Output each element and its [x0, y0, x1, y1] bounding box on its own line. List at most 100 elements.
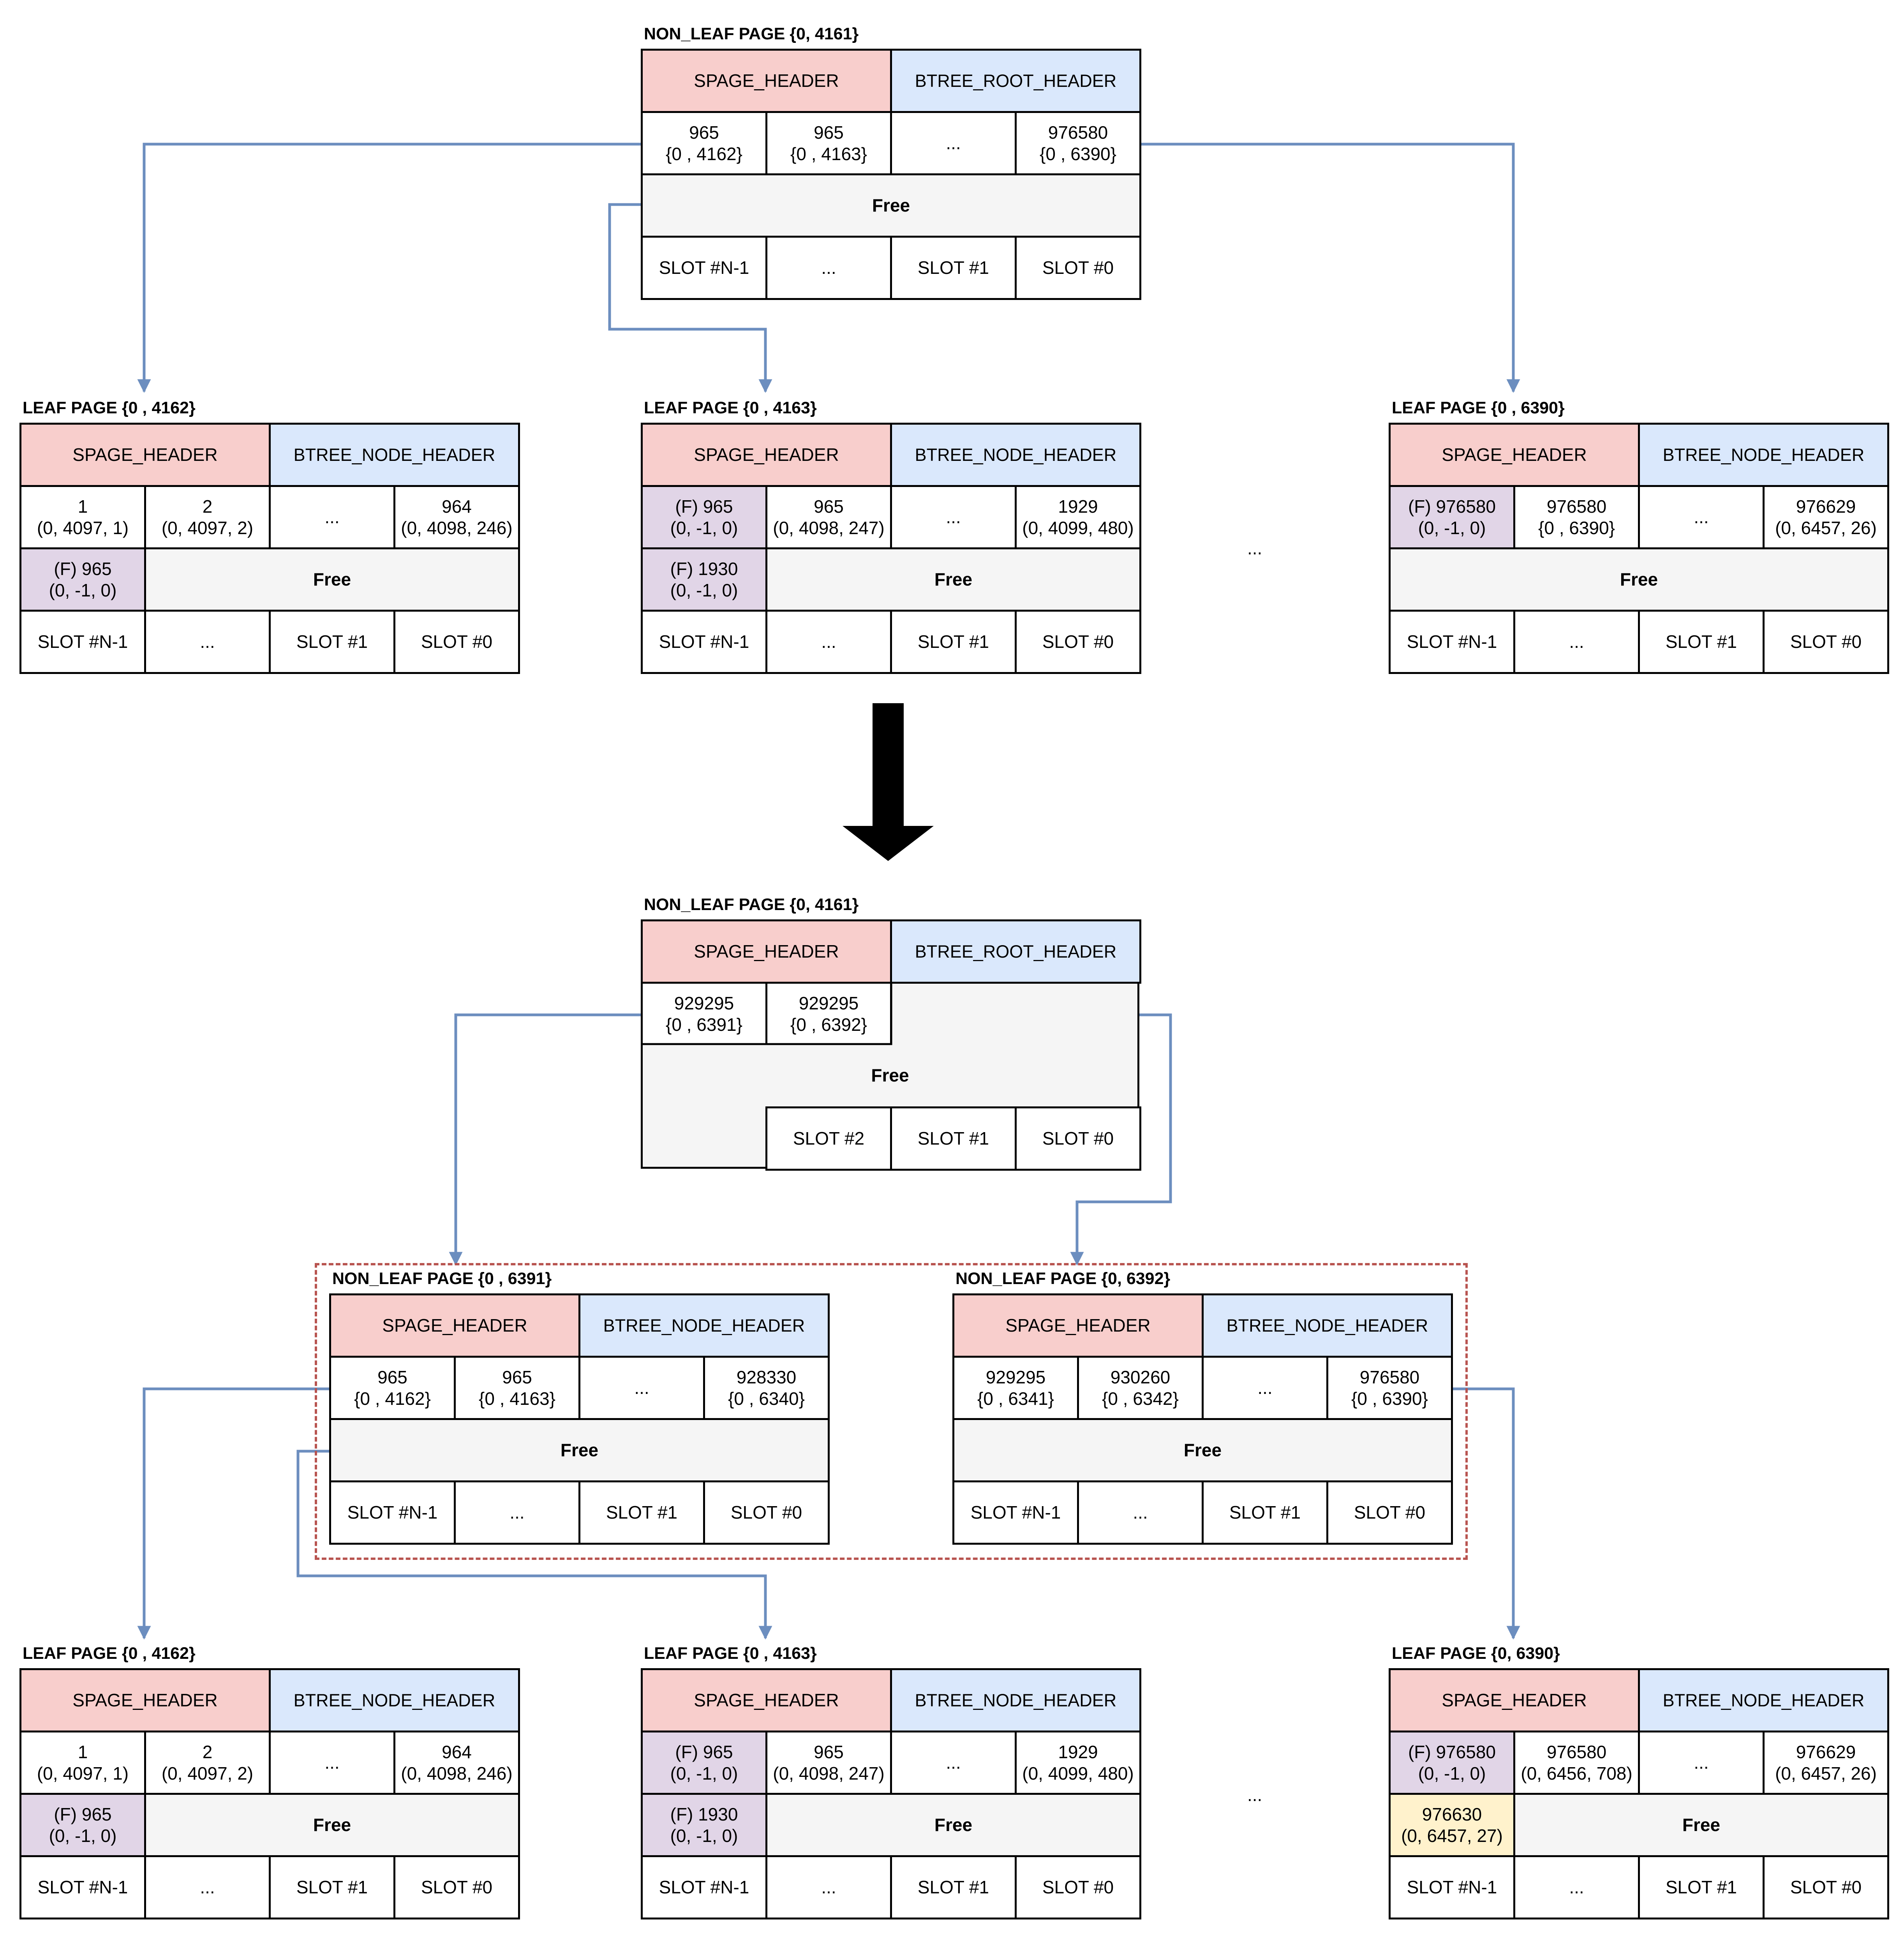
fence-key-record: (F) 965 (0, -1, 0) [641, 485, 767, 549]
btree-header-cell: BTREE_NODE_HEADER [890, 1668, 1141, 1732]
spage-header-cell: SPAGE_HEADER [641, 49, 892, 113]
transition-arrow-icon [843, 703, 934, 861]
key-record-cell: 976580 {0 , 6390} [1015, 111, 1141, 175]
page-title: LEAF PAGE {0 , 4162} [23, 1644, 196, 1663]
spage-header-cell: SPAGE_HEADER [952, 1293, 1204, 1358]
slot-cell: SLOT #N-1 [641, 1855, 767, 1919]
spage-header-cell: SPAGE_HEADER [329, 1293, 580, 1358]
slot-cell: SLOT #N-1 [329, 1480, 456, 1545]
page-title: LEAF PAGE {0 , 4162} [23, 399, 196, 417]
page-title: NON_LEAF PAGE {0, 4161} [644, 895, 859, 914]
new-record-cell: 976630 (0, 6457, 27) [1389, 1793, 1515, 1857]
fence-key-record: (F) 976580 (0, -1, 0) [1389, 1731, 1515, 1795]
slot-cell: SLOT #0 [1015, 1106, 1141, 1171]
page-title: NON_LEAF PAGE {0, 6392} [956, 1269, 1171, 1288]
page-title: LEAF PAGE {0, 6390} [1392, 1644, 1560, 1663]
btree-header-cell: BTREE_NODE_HEADER [1202, 1293, 1453, 1358]
btree-header-cell: BTREE_NODE_HEADER [1638, 1668, 1889, 1732]
btree-header-cell: BTREE_NODE_HEADER [578, 1293, 830, 1358]
key-record-cell: 965 {0 , 4163} [765, 111, 892, 175]
key-record-cell: 1929 (0, 4099, 480) [1015, 1731, 1141, 1795]
key-record-cell: 976580 {0 , 6390} [1513, 485, 1640, 549]
fence-key-record: (F) 1930 (0, -1, 0) [641, 1793, 767, 1857]
key-record-cell: 1 (0, 4097, 1) [19, 485, 146, 549]
free-space-area: Free [144, 547, 520, 612]
btree-header-cell: BTREE_ROOT_HEADER [890, 919, 1141, 984]
key-record-cell: 965 (0, 4098, 247) [765, 1731, 892, 1795]
key-record-cell: 976629 (0, 6457, 26) [1763, 485, 1889, 549]
key-record-cell: 928330 {0 , 6340} [703, 1356, 830, 1420]
pointer-arrow-node-to-leaf-6390 [1451, 1387, 1520, 1640]
slot-cell: SLOT #N-1 [641, 610, 767, 674]
ellipsis-cell: ... [890, 485, 1017, 549]
key-record-cell: 976580 (0, 6456, 708) [1513, 1731, 1640, 1795]
slot-cell: SLOT #N-1 [19, 610, 146, 674]
spage-header-cell: SPAGE_HEADER [641, 919, 892, 984]
spage-header-cell: SPAGE_HEADER [19, 423, 271, 487]
fence-key-record: (F) 965 (0, -1, 0) [19, 547, 146, 612]
free-space-area: Free [952, 1418, 1453, 1482]
slot-cell: SLOT #N-1 [641, 236, 767, 300]
fence-key-record: (F) 965 (0, -1, 0) [19, 1793, 146, 1857]
spage-header-cell: SPAGE_HEADER [641, 1668, 892, 1732]
ellipsis-cell: ... [1638, 485, 1765, 549]
slot-cell: SLOT #1 [890, 1855, 1017, 1919]
ellipsis-cell: ... [1202, 1356, 1328, 1420]
spage-header-cell: SPAGE_HEADER [641, 423, 892, 487]
btree-header-cell: BTREE_NODE_HEADER [269, 1668, 520, 1732]
free-space-area: Free [1513, 1793, 1889, 1857]
free-space-area: Free [765, 1793, 1141, 1857]
page-title: LEAF PAGE {0 , 4163} [644, 1644, 817, 1663]
ellipsis-cell: ... [269, 485, 395, 549]
slot-cell: SLOT #1 [890, 236, 1017, 300]
slot-cell: SLOT #1 [1638, 610, 1765, 674]
slot-cell: SLOT #1 [890, 1106, 1017, 1171]
ellipsis-cell: ... [890, 1731, 1017, 1795]
btree-header-cell: BTREE_NODE_HEADER [1638, 423, 1889, 487]
key-record-cell: 1 (0, 4097, 1) [19, 1731, 146, 1795]
slot-cell: SLOT #N-1 [19, 1855, 146, 1919]
key-record-cell: 965 {0 , 4162} [641, 111, 767, 175]
key-record-cell: 964 (0, 4098, 246) [393, 485, 520, 549]
free-space-area: Free [144, 1793, 520, 1857]
slot-cell: SLOT #N-1 [1389, 610, 1515, 674]
free-space-area: Free [329, 1418, 830, 1482]
page-title: LEAF PAGE {0 , 6390} [1392, 399, 1565, 417]
slot-cell: SLOT #1 [269, 610, 395, 674]
slot-cell: ... [144, 1855, 271, 1919]
pointer-arrow-node-to-leaf-4162 [137, 1387, 329, 1640]
pointer-arrow-root-to-leaf-4162 [137, 143, 641, 393]
spage-header-cell: SPAGE_HEADER [19, 1668, 271, 1732]
slot-cell: SLOT #0 [1763, 610, 1889, 674]
slot-cell: ... [765, 1855, 892, 1919]
key-record-cell: 965 {0 , 4163} [454, 1356, 580, 1420]
slot-cell: ... [454, 1480, 580, 1545]
slot-cell: SLOT #1 [890, 610, 1017, 674]
key-record-cell: 930260 {0 , 6342} [1077, 1356, 1204, 1420]
page-title: LEAF PAGE {0 , 4163} [644, 399, 817, 417]
fence-key-record: (F) 976580 (0, -1, 0) [1389, 485, 1515, 549]
ellipsis-cell: ... [578, 1356, 705, 1420]
more-pages-ellipsis: ... [1247, 538, 1262, 558]
key-record-cell: 1929 (0, 4099, 480) [1015, 485, 1141, 549]
free-space-area: Free [641, 173, 1141, 238]
free-space-area: Free [765, 547, 1141, 612]
slot-cell: ... [1513, 1855, 1640, 1919]
btree-header-cell: BTREE_NODE_HEADER [890, 423, 1141, 487]
slot-cell: ... [765, 236, 892, 300]
key-record-cell: 929295 {0 , 6341} [952, 1356, 1079, 1420]
key-record-cell: 2 (0, 4097, 2) [144, 485, 271, 549]
fence-key-record: (F) 1930 (0, -1, 0) [641, 547, 767, 612]
free-space-area: Free [1389, 547, 1889, 612]
fence-key-record: (F) 965 (0, -1, 0) [641, 1731, 767, 1795]
slot-cell: SLOT #0 [703, 1480, 830, 1545]
free-space-label: Free [871, 1065, 909, 1085]
